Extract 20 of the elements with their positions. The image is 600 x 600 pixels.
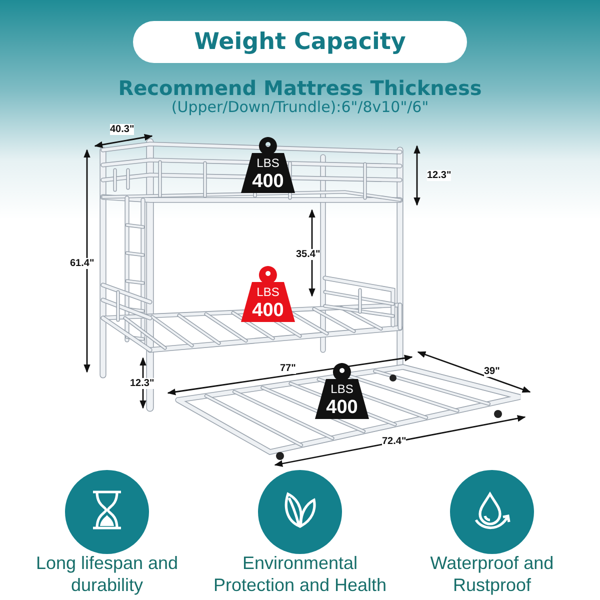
weight-unit: LBS [256, 285, 280, 299]
feature-caption: Environmental Protection and Health [212, 552, 388, 596]
weight-value: 400 [325, 397, 359, 419]
dimension-label: 12.3" [130, 378, 154, 389]
title-banner: Weight Capacity [133, 21, 467, 63]
weight-value: 400 [251, 171, 285, 193]
dimension-label: 39" [484, 366, 500, 377]
dimension-label: 61.4" [70, 258, 94, 269]
dimension-label: 40.3" [110, 124, 134, 135]
weight-unit: LBS [330, 382, 354, 396]
dimension-label: 35.4" [296, 249, 320, 260]
feature-caption: Waterproof and Rustproof [429, 552, 555, 596]
dimension-label: 12.3" [427, 170, 452, 181]
weight-unit: LBS [256, 156, 280, 170]
subheading: (Upper/Down/Trundle):6"/8v10"/6" [170, 98, 430, 116]
subheading: Recommend Mattress Thickness [117, 76, 483, 100]
dimension-label: 77" [280, 363, 296, 374]
feature-caption: Long lifespan and durability [34, 552, 180, 596]
dimension-label: 72.4" [382, 436, 406, 447]
weight-value: 400 [251, 300, 285, 322]
